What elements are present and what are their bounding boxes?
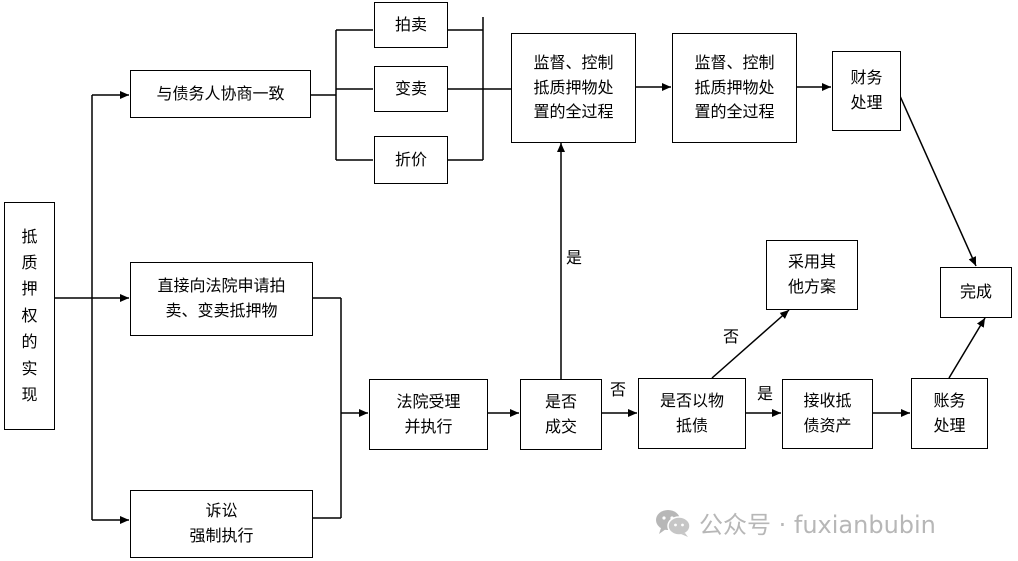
node-discount: 折价: [374, 136, 448, 184]
watermark-text: 公众号 · fuxianbubin: [699, 511, 936, 539]
label-inkind-yes: 是: [757, 384, 774, 403]
node-realize: 抵 质 押 权 的 实 现: [4, 202, 55, 430]
arrow-finance2-to-done: [948, 317, 986, 379]
watermark: 公众号 · fuxianbubin: [655, 505, 936, 540]
node-receive: 接收抵 债资产: [782, 379, 873, 449]
node-court-accept: 法院受理 并执行: [369, 379, 488, 450]
label-inkind-no: 否: [723, 327, 740, 346]
label-deal-yes: 是: [566, 248, 583, 267]
wechat-icon: [655, 508, 691, 538]
node-court-apply: 直接向法院申请拍 卖、变卖抵押物: [130, 262, 313, 336]
node-monitor2: 监督、控制 抵质押物处 置的全过程: [672, 33, 797, 143]
label-deal-no: 否: [610, 380, 627, 399]
node-litigation: 诉讼 强制执行: [130, 490, 313, 558]
node-done: 完成: [940, 267, 1012, 318]
node-other-plan: 采用其 他方案: [766, 240, 858, 310]
arrow-finance1-to-done: [899, 95, 977, 267]
node-finance2: 账务 处理: [911, 378, 988, 449]
node-auction: 拍卖: [374, 2, 448, 48]
node-sell: 变卖: [374, 66, 448, 112]
node-monitor1: 监督、控制 抵质押物处 置的全过程: [511, 33, 636, 143]
node-negotiate: 与债务人协商一致: [130, 70, 311, 118]
arrow-in-kind-to-other-plan: [711, 309, 790, 379]
node-finance1: 财务 处理: [832, 51, 901, 131]
node-in-kind: 是否以物 抵债: [638, 378, 746, 449]
node-deal: 是否 成交: [520, 379, 602, 450]
